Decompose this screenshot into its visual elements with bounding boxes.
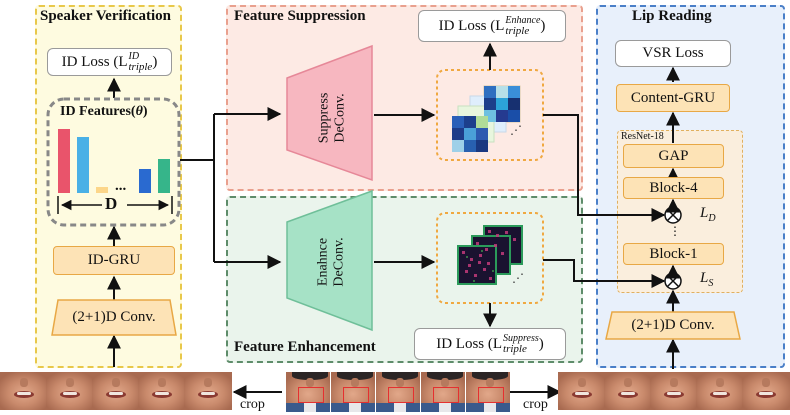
svg-text:⋰: ⋰ <box>512 271 524 285</box>
crop-right-label: crop <box>523 397 548 412</box>
enhance-deconv-label: Enahnce DeConv. <box>315 237 347 287</box>
speaker-id-loss: ID Loss (L ID triple) <box>47 48 172 76</box>
id-gru-block: ID-GRU <box>53 246 175 275</box>
speaker-conv-block: (2+1)D Conv. <box>72 309 156 325</box>
block-4: Block-4 <box>623 177 724 199</box>
lip-reading-title: Lip Reading <box>632 8 712 24</box>
loss-ls: LS <box>700 270 714 289</box>
gap-block: GAP <box>623 144 724 168</box>
lip-conv-block: (2+1)D Conv. <box>631 317 715 333</box>
suppressed-feature-maps: ⋰ <box>452 85 522 152</box>
bar-3 <box>96 187 108 193</box>
center-face-strip <box>286 372 510 412</box>
blocks-vdots: ⋮ <box>669 224 681 238</box>
enhanced-feature-maps: ⋰ <box>457 225 524 285</box>
suppression-id-loss: ID Loss (L Enhance triple) <box>418 10 566 42</box>
bar-4 <box>139 169 151 193</box>
speaker-verification-title: Speaker Verification <box>40 8 171 24</box>
bars-ellipsis: ... <box>115 178 127 194</box>
left-face-strip <box>0 372 232 410</box>
id-feature-bars: ... <box>55 125 175 194</box>
svg-text:⋰: ⋰ <box>510 123 522 137</box>
feature-suppression-title: Feature Suppression <box>234 8 366 24</box>
resnet-label: ResNet-18 <box>621 131 664 142</box>
suppress-deconv-label: Suppress DeConv. <box>316 92 347 144</box>
content-gru-block: Content-GRU <box>616 84 730 112</box>
id-features-label: ID Features(θ) <box>60 104 148 119</box>
crop-left-label: crop <box>240 397 265 412</box>
vsr-loss-box: VSR Loss <box>615 40 731 67</box>
bar-1 <box>58 129 70 193</box>
right-face-strip <box>558 372 790 410</box>
bar-5 <box>158 159 170 193</box>
block-1: Block-1 <box>623 243 724 265</box>
dimension-label: D <box>105 194 118 213</box>
bar-2 <box>77 137 89 193</box>
enhancement-id-loss: ID Loss (L Suppress triple) <box>414 328 566 360</box>
feature-enhancement-title: Feature Enhancement <box>234 339 376 355</box>
loss-ld: LD <box>700 205 716 224</box>
